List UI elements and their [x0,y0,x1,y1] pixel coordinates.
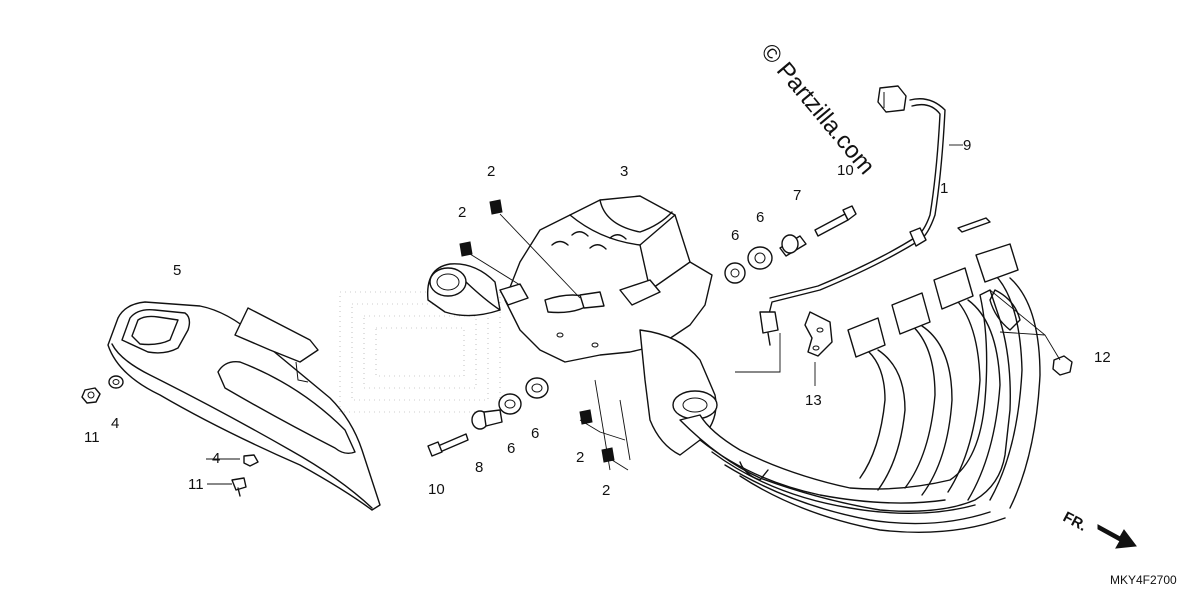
leader-lines [469,144,1061,471]
callout-12: 12 [1094,349,1111,366]
callout-3: 3 [620,163,628,180]
nut-2-top[interactable] [489,199,503,215]
callout-13: 13 [805,392,822,409]
callout-10a: 10 [837,162,854,179]
callout-2d: 2 [602,482,610,499]
callout-10b: 10 [428,481,445,498]
callout-2b: 2 [458,204,466,221]
callout-1: 1 [940,180,948,197]
collar-4-bottom[interactable] [243,454,259,467]
header-flanges [847,243,1019,358]
callout-11b: 11 [188,476,204,493]
callout-2a: 2 [487,163,495,180]
callout-4b: 4 [212,450,220,467]
rubber-mount-6-lower-left[interactable] [498,393,522,415]
exhaust-header-pipes[interactable] [639,243,1041,533]
callout-6c: 6 [507,440,515,457]
front-label: FR. [1060,509,1089,535]
bolt-10-upper[interactable] [814,205,857,237]
rubber-mount-6-lower-right[interactable] [525,377,549,399]
callout-7: 7 [793,187,801,204]
callout-9: 9 [963,137,971,154]
bolt-11-top[interactable] [81,387,101,404]
rubber-mount-6-upper-left[interactable] [724,262,746,284]
callout-8: 8 [475,459,483,476]
nut-2-lower-1[interactable] [579,409,593,425]
bolt-10-lower[interactable] [427,433,469,457]
watermark: © Partzilla.com [755,39,880,180]
bolt-11-bottom[interactable] [231,477,247,497]
arrow-right-icon [1097,524,1137,549]
stay-13[interactable] [804,311,833,357]
front-direction-marker: FR. [1060,509,1137,549]
callout-4a: 4 [111,415,119,432]
collar-4-top[interactable] [108,375,124,389]
dotted-shading [339,291,501,413]
gasket-1[interactable] [957,217,991,233]
collar-7[interactable] [779,234,807,257]
nut-2-left[interactable] [459,241,473,257]
rubber-mount-6-upper-right[interactable] [747,246,773,270]
callout-6a: 6 [731,227,739,244]
exhaust-chamber[interactable] [339,195,713,413]
oxygen-sensor-wire[interactable] [759,85,946,346]
callout-6b: 6 [756,209,764,226]
diagram-code: MKY4F2700 [1110,573,1177,587]
collar-8[interactable] [471,409,503,430]
callout-5: 5 [173,262,181,279]
callout-11a: 11 [84,429,100,446]
callouts: 1 2 2 2 2 3 4 4 5 6 6 6 6 7 8 9 10 10 11… [84,137,1111,499]
nut-12[interactable] [1052,355,1073,376]
callout-6d: 6 [531,425,539,442]
muffler-cover[interactable] [107,301,381,511]
nut-2-lower-2[interactable] [601,447,615,463]
callout-ticks [206,458,240,485]
callout-2c: 2 [576,449,584,466]
